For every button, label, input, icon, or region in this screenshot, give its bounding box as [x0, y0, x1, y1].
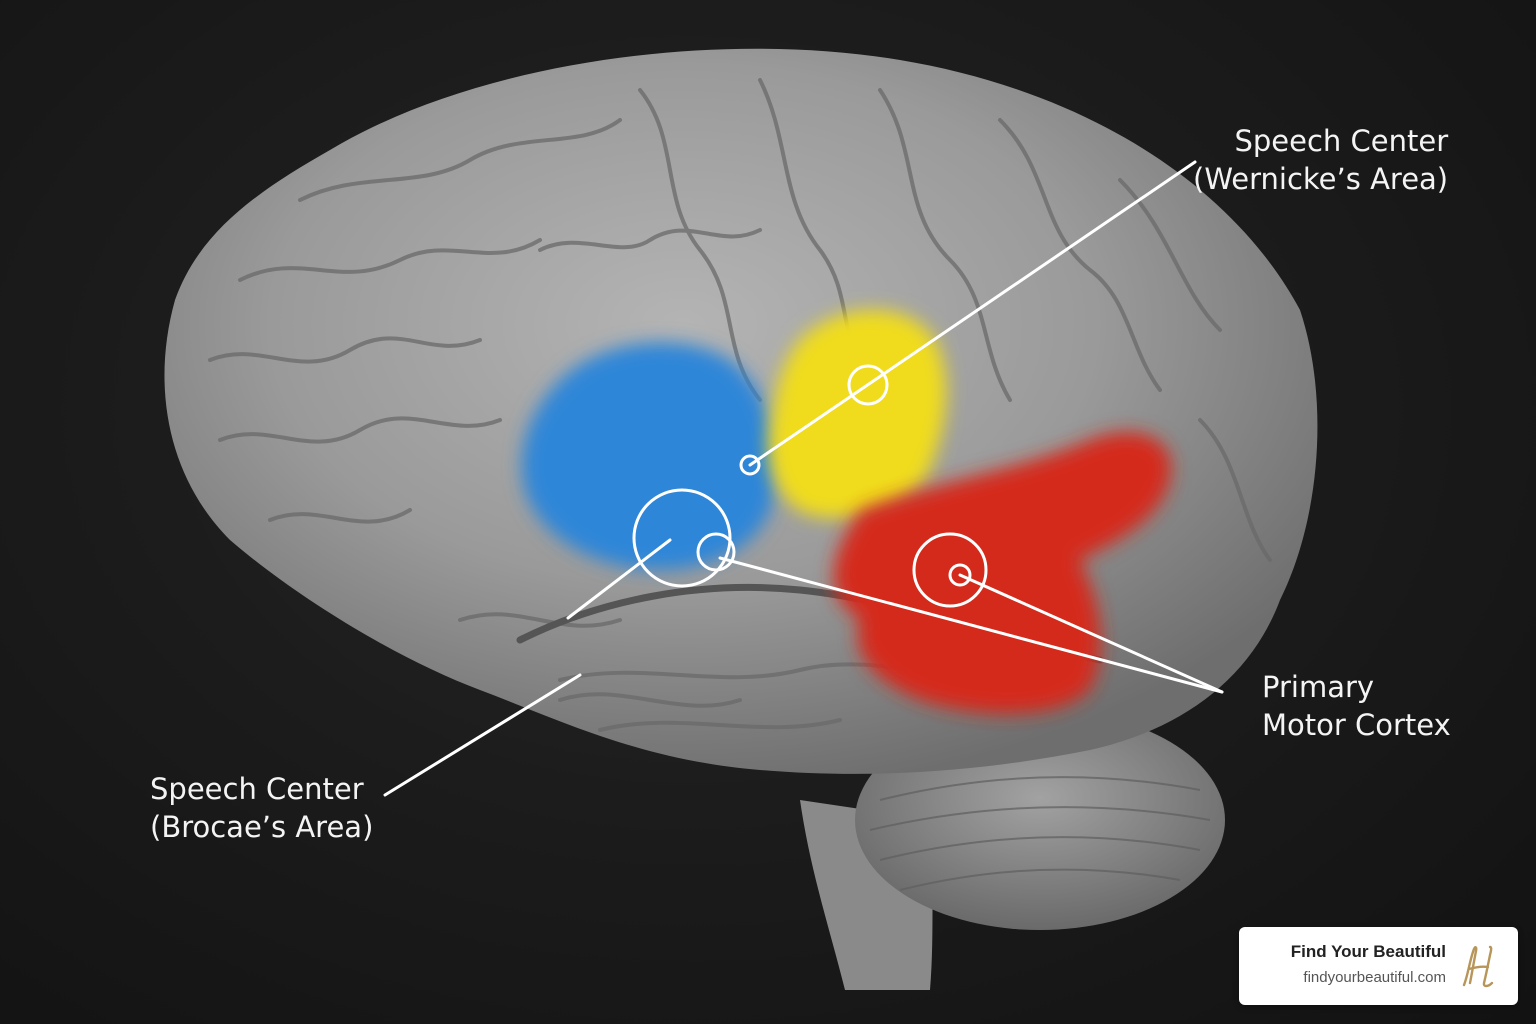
label-wernickes-area: Speech Center (Wernicke’s Area)	[1193, 122, 1448, 198]
cerebellum-folds	[869, 776, 1211, 891]
marker-motor-dot	[948, 563, 972, 587]
label-wernicke-line2: (Wernicke’s Area)	[1193, 162, 1449, 196]
label-wernicke-line1: Speech Center	[1234, 124, 1449, 158]
leader-motor-a	[718, 556, 1224, 694]
marker-motor-ring	[912, 532, 988, 608]
label-broca-line1: Speech Center	[150, 772, 364, 806]
brand-watermark[interactable]: Find Your Beautiful findyourbeautiful.co…	[1239, 927, 1518, 1005]
marker-wernicke-ring	[847, 364, 889, 406]
label-brocas-area: Speech Center (Brocae’s Area)	[150, 770, 373, 846]
brain-folds	[208, 78, 1272, 708]
marker-broca-ring-large	[632, 488, 732, 588]
marker-blue-dot	[739, 454, 761, 476]
leader-motor-b	[958, 573, 1224, 694]
brand-name: Find Your Beautiful	[1290, 942, 1446, 961]
script-h-monogram-icon	[1462, 945, 1494, 988]
brand-url: findyourbeautiful.com	[1303, 969, 1446, 986]
leader-wernicke	[748, 160, 1197, 467]
target-markers	[632, 364, 988, 608]
label-broca-line2: (Brocae’s Area)	[150, 810, 374, 844]
region-red	[833, 432, 1172, 714]
label-motor-line2: Motor Cortex	[1262, 708, 1451, 742]
label-motor-line1: Primary	[1262, 670, 1375, 704]
label-primary-motor-cortex: Primary Motor Cortex	[1262, 668, 1451, 744]
leader-lines	[383, 160, 1224, 797]
marker-broca-ring-small	[696, 532, 736, 572]
leader-broca	[383, 673, 582, 797]
leader-broca-inner	[566, 538, 672, 620]
region-blue	[521, 342, 777, 570]
